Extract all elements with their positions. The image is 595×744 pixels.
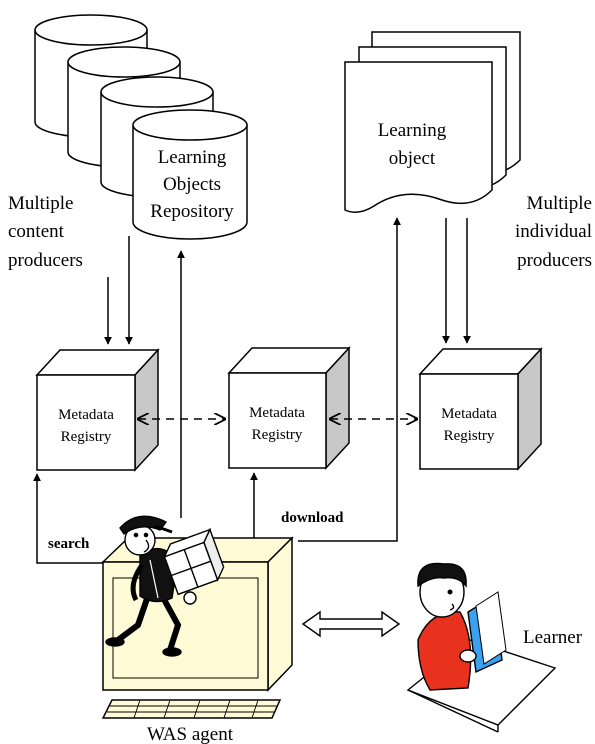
individual-producers-label: Multiple individual producers [515,193,592,271]
metadata-registry-center [227,346,351,470]
content-producers-label-line: producers [8,250,83,271]
database-stack [34,14,248,240]
registry-label: Metadata [249,405,305,421]
download-arrow [298,217,401,542]
download-label: download [281,510,344,526]
individual-producers-label-line: producers [517,250,592,271]
individual-producers-label-line: individual [515,221,592,242]
metadata-registry-right [418,347,543,471]
repository-label-line: Objects [163,174,221,195]
content-producers-label-line: content [8,221,65,242]
registry-label: Metadata [441,406,497,422]
agent-learner-double-arrow [301,610,401,638]
learning-object-label-line: Learning [378,120,447,141]
person-reading-book-icon [406,562,557,733]
document-stack [344,31,521,213]
learning-object-label-line: object [389,148,436,169]
search-label: search [48,536,90,552]
learner-label: Learner [523,627,583,648]
registry-label: Registry [252,427,303,443]
individual-producers-label-line: Multiple [527,193,592,214]
registry-label: Registry [61,429,112,445]
repository-label: Learning Objects Repository [150,147,234,222]
learning-object-label: Learning object [378,120,447,169]
document-page-icon [344,61,493,213]
metadata-registry-left [35,348,160,472]
registry-label: Metadata [58,407,114,423]
was-agent-label: WAS agent [147,724,234,744]
database-cylinder-icon [132,109,248,240]
content-producers-label: Multiple content producers [8,193,83,271]
courier-carrying-box-icon [105,515,225,657]
repository-label-line: Learning [158,147,227,168]
content-producers-label-line: Multiple [8,193,73,214]
search-arrow [33,473,118,564]
repository-label-line: Repository [150,201,234,222]
registry-label: Registry [444,428,495,444]
